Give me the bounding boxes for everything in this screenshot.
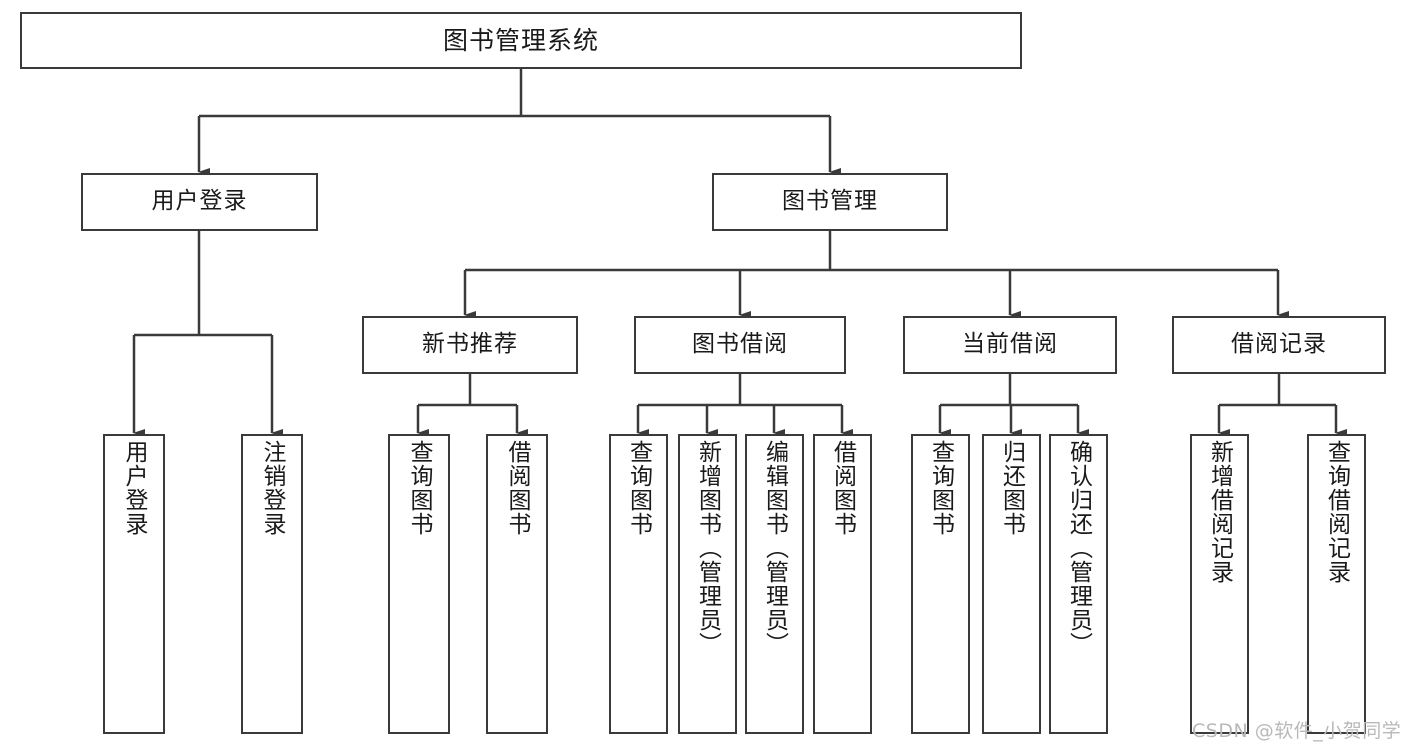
node-leaf-user-logout[interactable]: 注销登录	[241, 434, 303, 734]
node-leaf-return-book-label: 归还图书	[998, 440, 1025, 536]
node-leaf-borrow-book-2[interactable]: 借阅图书	[813, 434, 872, 734]
node-root[interactable]: 图书管理系统	[20, 12, 1022, 69]
node-new-book-recommend-label: 新书推荐	[422, 331, 518, 358]
node-leaf-user-logout-label: 注销登录	[259, 440, 286, 536]
node-leaf-user-login[interactable]: 用户登录	[103, 434, 165, 734]
node-leaf-edit-book-label: 编辑图书（管理员）	[761, 440, 788, 656]
node-leaf-query-book-2[interactable]: 查询图书	[609, 434, 668, 734]
node-leaf-add-book-label: 新增图书（管理员）	[694, 440, 721, 656]
watermark-text: CSDN @软件_小贺同学	[1192, 720, 1402, 742]
node-user-login[interactable]: 用户登录	[81, 173, 318, 231]
node-book-borrow-label: 图书借阅	[692, 331, 788, 358]
node-root-label: 图书管理系统	[442, 25, 599, 55]
node-leaf-query-book-1-label: 查询图书	[406, 440, 433, 536]
node-leaf-query-book-3[interactable]: 查询图书	[911, 434, 970, 734]
node-leaf-borrow-book-2-label: 借阅图书	[829, 440, 856, 536]
node-leaf-query-record[interactable]: 查询借阅记录	[1307, 434, 1366, 734]
node-new-book-recommend[interactable]: 新书推荐	[362, 316, 578, 374]
node-current-borrow-label: 当前借阅	[962, 331, 1058, 358]
node-leaf-add-book[interactable]: 新增图书（管理员）	[678, 434, 737, 734]
node-leaf-borrow-book-1-label: 借阅图书	[504, 440, 531, 536]
node-current-borrow[interactable]: 当前借阅	[903, 316, 1117, 374]
node-book-borrow[interactable]: 图书借阅	[634, 316, 846, 374]
node-leaf-user-login-label: 用户登录	[121, 440, 148, 536]
node-borrow-record-label: 借阅记录	[1231, 331, 1327, 358]
node-book-manage-label: 图书管理	[782, 188, 878, 215]
node-leaf-query-book-3-label: 查询图书	[927, 440, 954, 536]
node-leaf-add-record[interactable]: 新增借阅记录	[1190, 434, 1249, 734]
node-user-login-label: 用户登录	[151, 188, 248, 215]
node-leaf-borrow-book-1[interactable]: 借阅图书	[486, 434, 548, 734]
node-borrow-record[interactable]: 借阅记录	[1172, 316, 1386, 374]
node-leaf-confirm-return-label: 确认归还（管理员）	[1065, 440, 1092, 656]
node-book-manage[interactable]: 图书管理	[712, 173, 948, 231]
node-leaf-confirm-return[interactable]: 确认归还（管理员）	[1049, 434, 1108, 734]
node-leaf-return-book[interactable]: 归还图书	[982, 434, 1041, 734]
node-leaf-query-book-2-label: 查询图书	[625, 440, 652, 536]
node-leaf-edit-book[interactable]: 编辑图书（管理员）	[745, 434, 804, 734]
node-leaf-add-record-label: 新增借阅记录	[1206, 440, 1233, 584]
node-leaf-query-book-1[interactable]: 查询图书	[388, 434, 450, 734]
node-leaf-query-record-label: 查询借阅记录	[1323, 440, 1350, 584]
